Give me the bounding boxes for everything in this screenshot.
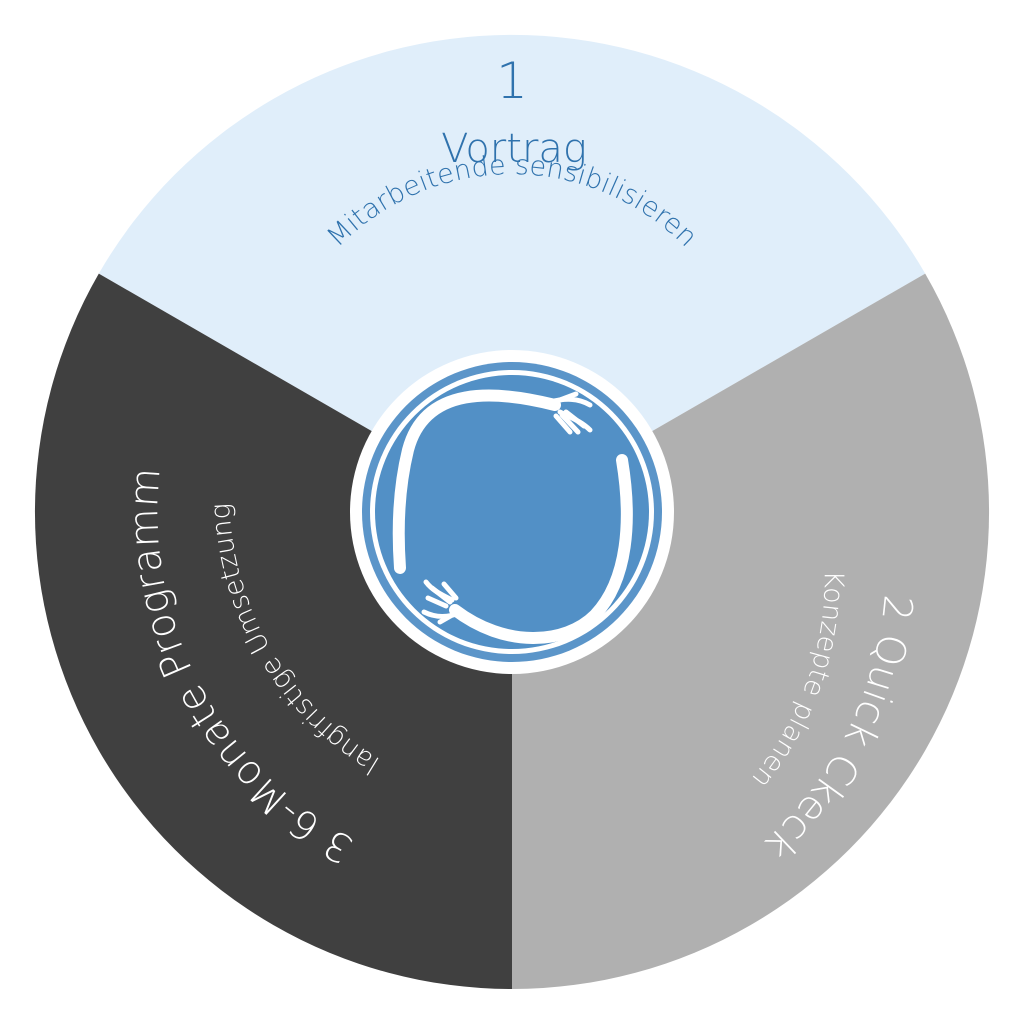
embracing-hands-icon (392, 389, 633, 644)
hub (350, 350, 674, 674)
segment-1-number: 1 (496, 52, 528, 110)
segment-1[interactable] (98, 34, 926, 513)
segment-1-title: Vortrag (441, 126, 587, 172)
